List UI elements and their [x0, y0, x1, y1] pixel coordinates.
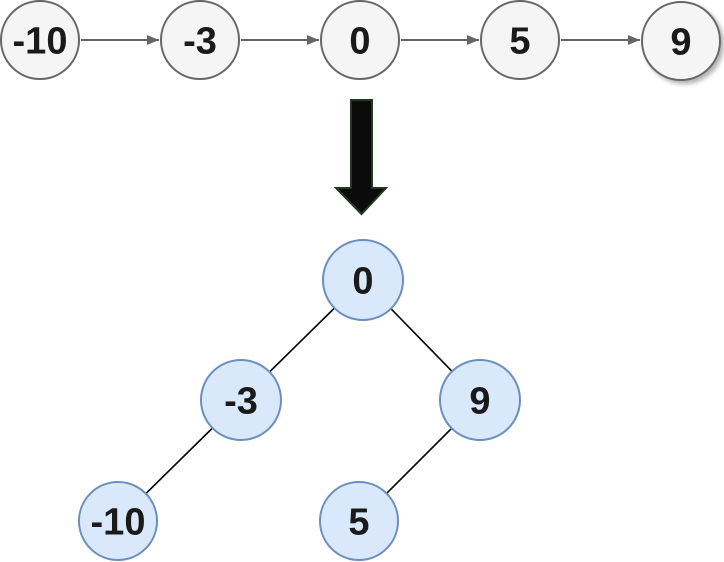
tree-node-value: 9	[469, 381, 490, 423]
list-node-value: 0	[349, 21, 370, 63]
list-node-circle	[480, 0, 560, 80]
tree-node-circle	[319, 481, 399, 561]
list-node-circle	[0, 0, 80, 80]
tree-node-circle	[439, 359, 521, 441]
list-node: 0	[320, 0, 400, 80]
tree-node-value: -3	[224, 381, 258, 423]
list-node: 5	[480, 0, 560, 80]
tree-node-value: -10	[91, 502, 146, 544]
list-node-circle	[160, 0, 240, 80]
list-node-circle	[641, 1, 721, 81]
tree-node-circle	[78, 481, 158, 561]
tree-node: 5	[319, 481, 399, 561]
list-node: -10	[0, 0, 80, 80]
binary-tree: 0 -3 9 -10 5	[78, 239, 521, 561]
tree-node: -10	[78, 481, 158, 561]
list-node-value: 9	[670, 22, 691, 64]
tree-node: 9	[439, 359, 521, 441]
list-node-circle	[320, 0, 400, 80]
down-arrow-icon	[333, 99, 389, 216]
tree-node-circle	[200, 359, 282, 441]
linked-list: -10 -3 0 5 9	[0, 0, 721, 81]
list-node-value: -3	[183, 21, 217, 63]
tree-node-circle	[322, 239, 404, 321]
tree-node: -3	[200, 359, 282, 441]
list-node: 9	[641, 1, 721, 81]
tree-node: 0	[322, 239, 404, 321]
tree-node-value: 0	[352, 261, 373, 303]
tree-node-value: 5	[348, 502, 369, 544]
list-node-value: -10	[13, 21, 68, 63]
list-node: -3	[160, 0, 240, 80]
list-node-value: 5	[509, 21, 530, 63]
